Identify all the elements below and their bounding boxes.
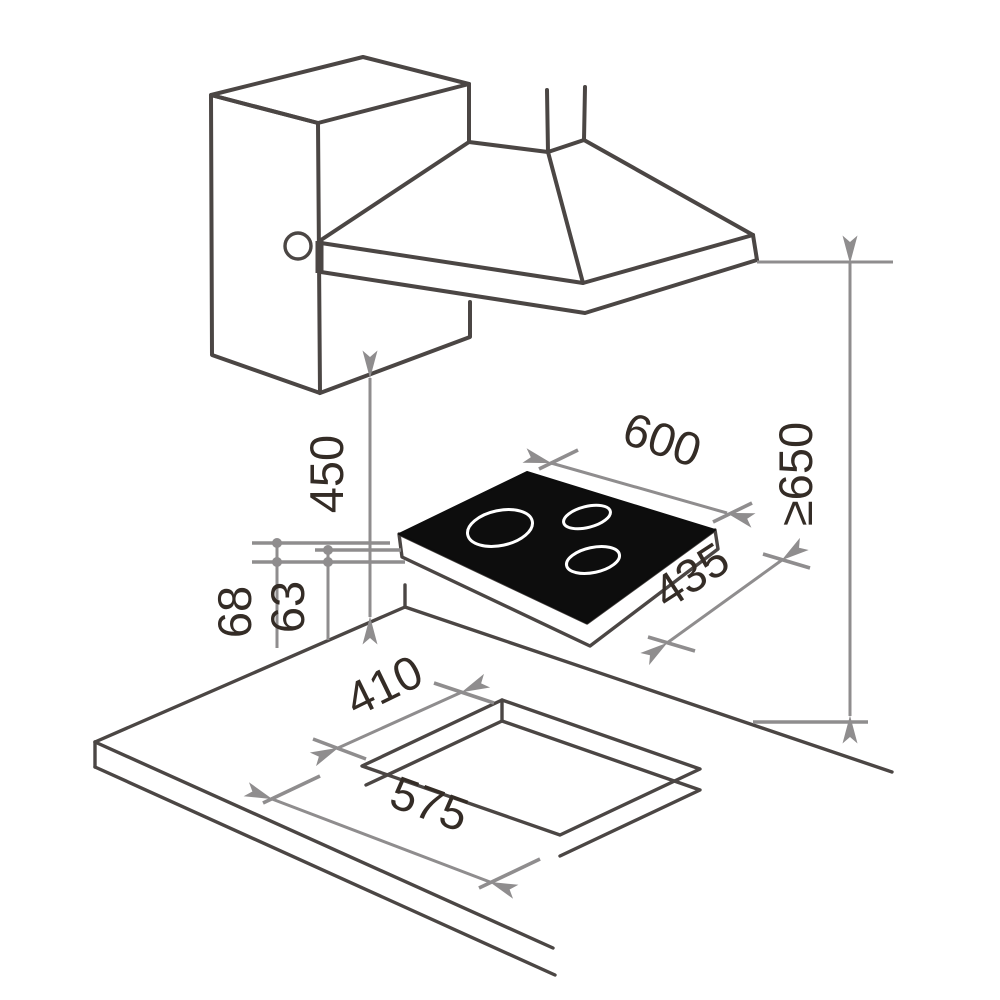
hood-rim-top-edges — [319, 233, 755, 285]
hood-front-slope-edge — [546, 150, 585, 285]
burner-small-front — [564, 545, 622, 575]
dim-63-dot-top — [323, 545, 333, 555]
dim-68-dot-bottom — [272, 557, 282, 567]
duct-hole — [283, 231, 313, 261]
hood-chimney-right-edge — [582, 85, 587, 142]
dim-575-ext-right — [478, 857, 541, 890]
dim-cutout-width: 575 — [243, 765, 541, 899]
dim-435-line — [640, 537, 809, 666]
dim-hood-clearance: 450 — [300, 350, 378, 645]
hood-top-edge — [467, 140, 550, 154]
dim-600-label: 600 — [617, 402, 708, 478]
dim-600-ext-right — [712, 501, 753, 524]
dim-cutout-depth: 410 — [309, 644, 495, 767]
worktop — [93, 583, 894, 977]
dim-450-label: 450 — [300, 435, 353, 513]
dim-435-ext-top — [762, 552, 811, 570]
dim-600-line — [522, 448, 756, 528]
dim-410-line — [309, 673, 491, 767]
dim-hood-min-height: ≥650 — [753, 235, 893, 744]
cabinet-right-edge-bottom — [318, 300, 472, 395]
cabinet-front-face — [209, 93, 322, 395]
worktop-back-left-edge — [93, 605, 407, 744]
cooker-hood — [315, 85, 759, 315]
dim-68-dot-top — [272, 538, 282, 548]
dim-hob-heights: 68 63 — [208, 538, 405, 648]
hood-chimney-base — [546, 138, 586, 154]
worktop-back-right-edge — [403, 605, 894, 774]
dim-68-label: 68 — [208, 586, 261, 638]
hood-rim-right-cap — [751, 233, 759, 262]
hood-rim-bottom-edges — [319, 258, 759, 315]
worktop-front-bottom-edge — [93, 765, 557, 977]
dim-575-ext-left — [262, 774, 321, 805]
dim-650-label: ≥650 — [769, 422, 822, 526]
hood-left-slope-edge — [319, 140, 471, 242]
dim-575-label: 575 — [384, 765, 476, 842]
hood-chimney-left-edge — [545, 88, 550, 154]
hood-right-slope-edge — [582, 138, 755, 237]
dim-63-dot-bottom — [323, 557, 333, 567]
dim-575-line — [243, 782, 519, 899]
dim-410-ext-left — [312, 737, 367, 761]
cabinet-top-face — [209, 55, 471, 125]
dim-63-label: 63 — [261, 581, 314, 633]
worktop-front-top-edge — [93, 740, 555, 950]
